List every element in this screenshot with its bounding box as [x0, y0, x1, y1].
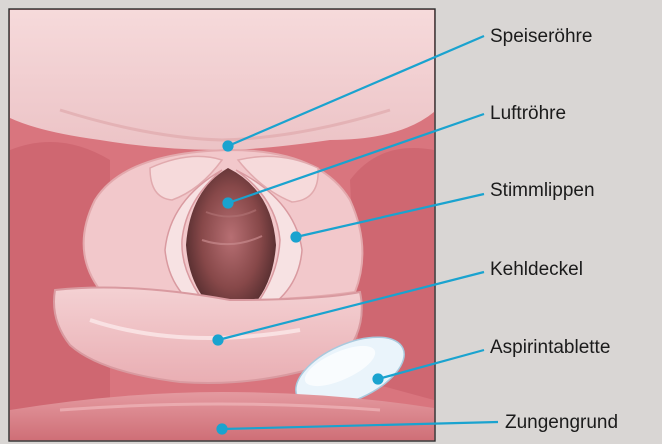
- label-aspirintablette: Aspirintablette: [490, 337, 610, 359]
- leader-dot-stimmlippen: [292, 233, 301, 242]
- leader-dot-zungengrund: [218, 425, 227, 434]
- label-zungengrund: Zungengrund: [505, 412, 618, 434]
- leader-dot-aspirintablette: [374, 375, 383, 384]
- leader-dot-speiseroehre: [224, 142, 233, 151]
- label-luftroehre: Luftröhre: [490, 103, 566, 125]
- leader-dot-luftroehre: [224, 199, 233, 208]
- label-stimmlippen: Stimmlippen: [490, 180, 595, 202]
- upper-fold: [10, 10, 434, 150]
- label-kehldeckel: Kehldeckel: [490, 259, 583, 281]
- leader-dot-kehldeckel: [214, 336, 223, 345]
- label-speiseroehre: Speiseröhre: [490, 26, 592, 48]
